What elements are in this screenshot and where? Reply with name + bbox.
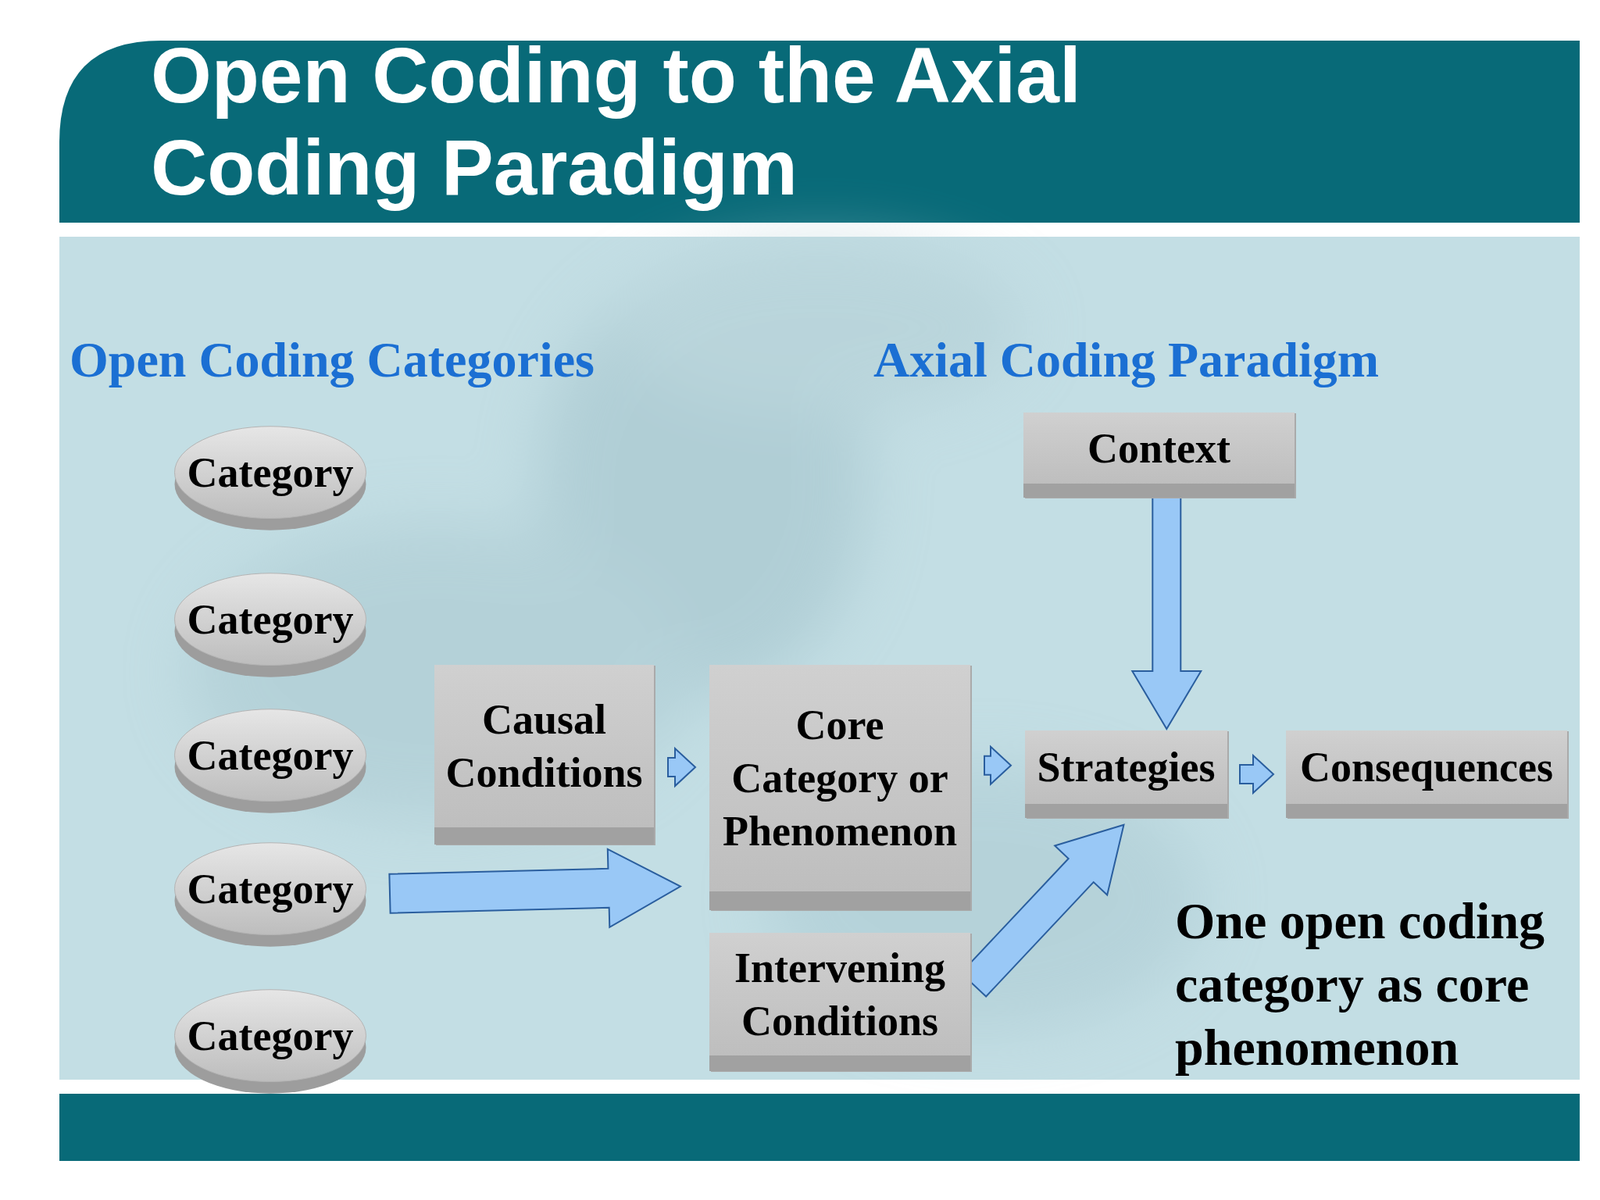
slide-title: Open Coding to the Axial Coding Paradigm [150,28,1284,214]
section-heading: Axial Coding Paradigm [873,331,1379,390]
footer-band [59,1093,1580,1161]
block-arrow [1132,497,1201,729]
node-text: Category [182,592,359,647]
oval-face [175,709,367,802]
oval-face [175,989,367,1083]
node-text: Causal Conditions [442,692,647,800]
block-arrow [984,746,1011,785]
context-box: Context [1023,412,1295,498]
node-text: Core Category or Phenomenon [717,698,963,858]
core-box: Core Category or Phenomenon [709,664,971,911]
node-text: Category [182,446,359,500]
oval-face [175,426,367,519]
category-oval: Category [172,987,368,1095]
category-oval: Category [172,707,368,815]
photo-hair [617,242,1024,415]
node-text: Category [182,862,359,916]
block-arrow [389,849,681,928]
category-oval: Category [172,571,368,679]
oval-face [175,573,367,666]
block-arrow [667,748,696,786]
content-panel [59,236,1580,1080]
block-arrow [960,825,1124,997]
node-text: Consequences [1293,740,1560,794]
category-oval: Category [172,840,368,948]
node-text: Category [182,1009,359,1063]
consequences-box: Consequences [1285,730,1568,818]
strategies-box: Strategies [1025,730,1228,818]
category-oval: Category [172,424,368,532]
note-text: One open coding category as core phenome… [1175,889,1566,1079]
node-text: Category [182,728,359,783]
section-heading: Open Coding Categories [69,331,595,390]
causal-box: Causal Conditions [434,664,654,845]
node-text: Context [1031,421,1287,475]
node-text: Strategies [1032,740,1220,794]
oval-face [175,842,367,936]
block-arrow [1239,755,1274,793]
node-text: Intervening Conditions [717,941,963,1048]
intervening-box: Intervening Conditions [709,932,971,1072]
